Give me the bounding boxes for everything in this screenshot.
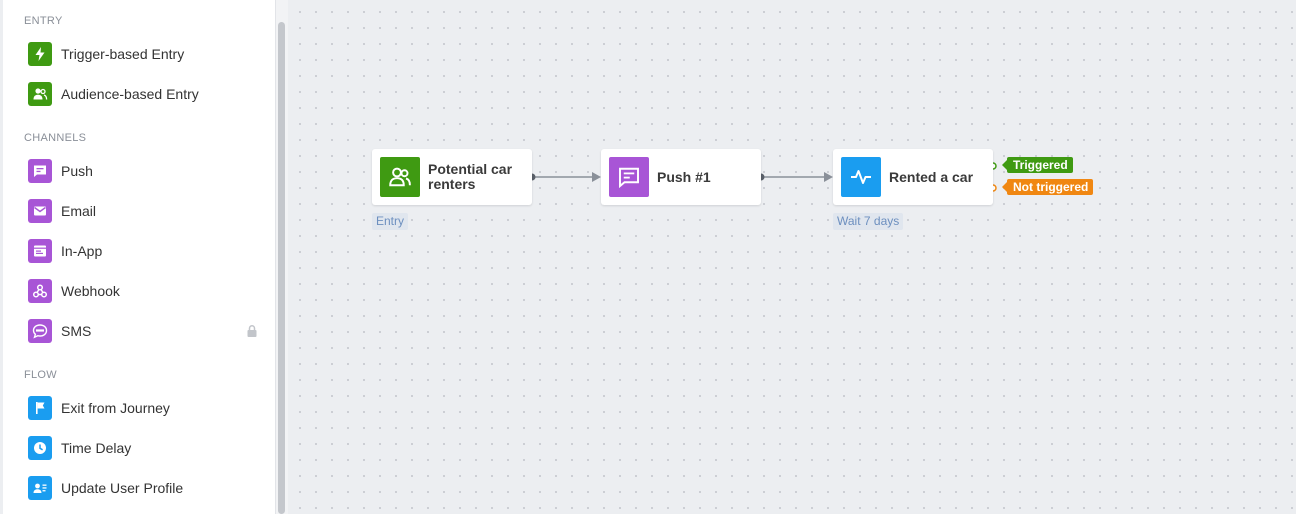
node-badge-wait: Wait 7 days: [833, 213, 904, 230]
journey-node-push[interactable]: Push #1: [601, 149, 761, 205]
sidebar-item-trigger-based-entry[interactable]: Trigger-based Entry: [25, 39, 265, 69]
push-message-icon: [28, 159, 52, 183]
journey-canvas[interactable]: [288, 0, 1296, 514]
node-label: Rented a car: [889, 168, 974, 185]
sms-icon: [28, 319, 52, 343]
node-label: Potential car renters: [428, 162, 512, 192]
node-label-line2: renters: [428, 176, 476, 192]
node-badge-entry: Entry: [372, 213, 409, 230]
sidebar-item-label: Push: [61, 163, 93, 179]
lightning-icon: [28, 42, 52, 66]
in-app-icon: [28, 239, 52, 263]
user-profile-icon: [28, 476, 52, 500]
sidebar-item-email[interactable]: Email: [25, 196, 265, 226]
journey-node-entry[interactable]: Potential car renters: [372, 149, 532, 205]
sidebar-item-label: Exit from Journey: [61, 400, 170, 416]
audience-icon: [380, 157, 420, 197]
push-message-icon: [609, 157, 649, 197]
sidebar-item-label: Audience-based Entry: [61, 86, 199, 102]
sidebar-item-label: Update User Profile: [61, 480, 184, 496]
sidebar-item-label: Trigger-based Entry: [61, 46, 185, 62]
output-tag-not-triggered[interactable]: Not triggered: [1001, 179, 1094, 195]
section-title-channels: CHANNELS: [24, 132, 87, 144]
activity-pulse-icon: [841, 157, 881, 197]
sidebar-item-label: Email: [61, 203, 97, 219]
output-tag-triggered[interactable]: Triggered: [1002, 157, 1073, 173]
sidebar-item-webhook[interactable]: Webhook: [25, 276, 265, 306]
audience-icon: [28, 82, 52, 106]
sidebar-item-audience-based-entry[interactable]: Audience-based Entry: [25, 79, 265, 109]
flag-icon: [28, 396, 52, 420]
node-label-line1: Potential car: [428, 161, 513, 177]
envelope-icon: [28, 199, 52, 223]
sidebar-item-in-app[interactable]: In-App: [25, 236, 265, 266]
sidebar-item-exit-from-journey[interactable]: Exit from Journey: [25, 393, 265, 423]
sidebar-item-label: In-App: [61, 243, 103, 259]
sidebar-item-label: Webhook: [61, 283, 120, 299]
section-title-flow: FLOW: [24, 369, 57, 381]
sidebar-item-update-user-profile[interactable]: Update User Profile: [25, 473, 265, 503]
sidebar-item-time-delay[interactable]: Time Delay: [25, 433, 265, 463]
section-title-entry: ENTRY: [24, 15, 63, 27]
sidebar-scrollbar-thumb[interactable]: [278, 22, 285, 514]
lock-icon: [247, 325, 257, 337]
sidebar-item-sms[interactable]: SMS: [25, 316, 265, 346]
webhook-icon: [28, 279, 52, 303]
journey-node-rented-a-car[interactable]: Rented a car: [833, 149, 993, 205]
node-label: Push #1: [657, 168, 711, 185]
sidebar-item-push[interactable]: Push: [25, 156, 265, 186]
clock-icon: [28, 436, 52, 460]
sidebar-item-label: Time Delay: [61, 440, 132, 456]
sidebar-item-label: SMS: [61, 323, 92, 339]
component-sidebar: ENTRY Trigger-based Entry Audience-based…: [3, 0, 276, 514]
